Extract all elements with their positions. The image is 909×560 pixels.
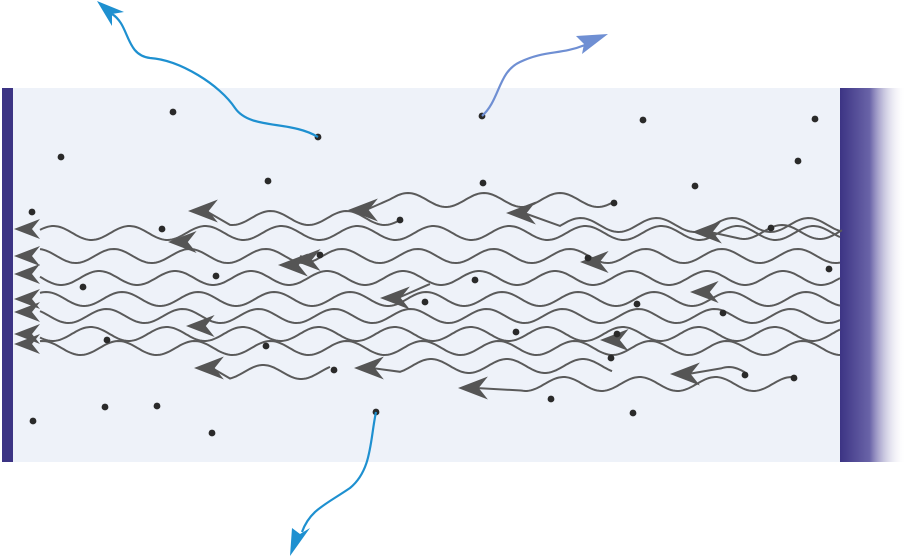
particle-group xyxy=(28,108,833,437)
particle-dot xyxy=(262,342,270,350)
wave-arrowhead xyxy=(600,329,629,351)
particle-dot xyxy=(421,298,429,306)
particle-dot xyxy=(79,283,87,291)
particle-dot xyxy=(212,272,220,280)
particle-dot xyxy=(158,225,166,233)
particle-dot xyxy=(264,177,272,185)
wave-line xyxy=(39,247,841,265)
particle-dot xyxy=(629,409,637,417)
left-wall xyxy=(2,88,13,462)
wave-arrowhead xyxy=(168,231,197,253)
particle-dot xyxy=(825,265,833,273)
wave-arrowhead xyxy=(380,286,410,310)
particle-dot xyxy=(610,199,618,207)
medium-region xyxy=(12,88,842,462)
wave-arrowhead xyxy=(14,264,40,284)
particle-dot xyxy=(208,429,216,437)
particle-dot xyxy=(169,108,177,116)
particle-dot xyxy=(479,179,487,187)
particle-dot xyxy=(607,354,615,362)
wave-arrowhead xyxy=(458,376,488,400)
wave-line xyxy=(687,365,746,375)
wave-group xyxy=(14,191,843,400)
wave-arrowhead xyxy=(188,199,218,223)
wave-line xyxy=(205,209,399,227)
wave-line xyxy=(39,339,841,357)
particle-dot xyxy=(57,153,65,161)
wave-arrowhead xyxy=(506,201,536,225)
wave-line xyxy=(39,290,841,308)
wave-line xyxy=(39,225,841,241)
particle-dot xyxy=(790,374,798,382)
right-wall xyxy=(840,88,906,462)
wave-arrowhead xyxy=(14,334,40,354)
wave-arrowhead xyxy=(194,356,224,380)
wave-line xyxy=(39,307,841,325)
wave-arrowhead xyxy=(348,198,378,222)
wave-arrowhead xyxy=(292,249,321,271)
wave-arrowhead xyxy=(354,356,384,380)
particle-dot xyxy=(547,395,555,403)
particle-dot xyxy=(794,157,802,165)
escaping-photon-arrowhead xyxy=(576,34,608,54)
wave-arrowhead xyxy=(14,302,40,322)
wave-line xyxy=(39,326,841,342)
wave-line xyxy=(397,283,431,299)
wave-line xyxy=(365,191,615,211)
particle-dot xyxy=(639,116,647,124)
particle-dot xyxy=(691,182,699,190)
wave-arrowhead xyxy=(14,246,40,266)
wave-line xyxy=(709,223,843,241)
wave-arrowhead xyxy=(692,220,722,244)
particle-dot xyxy=(330,366,338,374)
particle-dot xyxy=(613,330,621,338)
particle-dot xyxy=(512,328,520,336)
escaping-photon-line xyxy=(111,13,319,138)
wave-arrowhead xyxy=(14,289,40,309)
escaping-photon-group xyxy=(97,1,608,556)
wave-arrowhead xyxy=(14,219,40,239)
wave-line xyxy=(211,364,331,380)
particle-dot xyxy=(29,417,37,425)
particle-dot xyxy=(316,251,324,259)
particle-dot xyxy=(719,309,727,317)
wave-arrowhead xyxy=(690,281,719,303)
particle-dot xyxy=(396,216,404,224)
particle-dot xyxy=(471,276,479,284)
particle-dot xyxy=(767,224,775,232)
escaping-photon-line xyxy=(481,43,586,117)
particle-dot xyxy=(28,208,36,216)
wave-arrowhead xyxy=(580,251,609,273)
particle-dot xyxy=(633,300,641,308)
wave-line xyxy=(39,270,841,286)
particle-dot xyxy=(153,402,161,410)
particle-dot xyxy=(741,371,749,379)
particle-dot xyxy=(811,115,819,123)
particle-dot xyxy=(103,336,111,344)
wave-arrowhead xyxy=(670,362,700,386)
escaping-photon-line xyxy=(300,411,378,533)
wave-line xyxy=(371,358,613,374)
particle-dot xyxy=(101,403,109,411)
wave-arrowhead xyxy=(186,315,215,337)
particle-dot xyxy=(584,254,592,262)
escaping-photon-arrowhead xyxy=(290,528,310,556)
wave-line xyxy=(475,376,796,392)
escaping-photon-arrowhead xyxy=(97,1,124,26)
